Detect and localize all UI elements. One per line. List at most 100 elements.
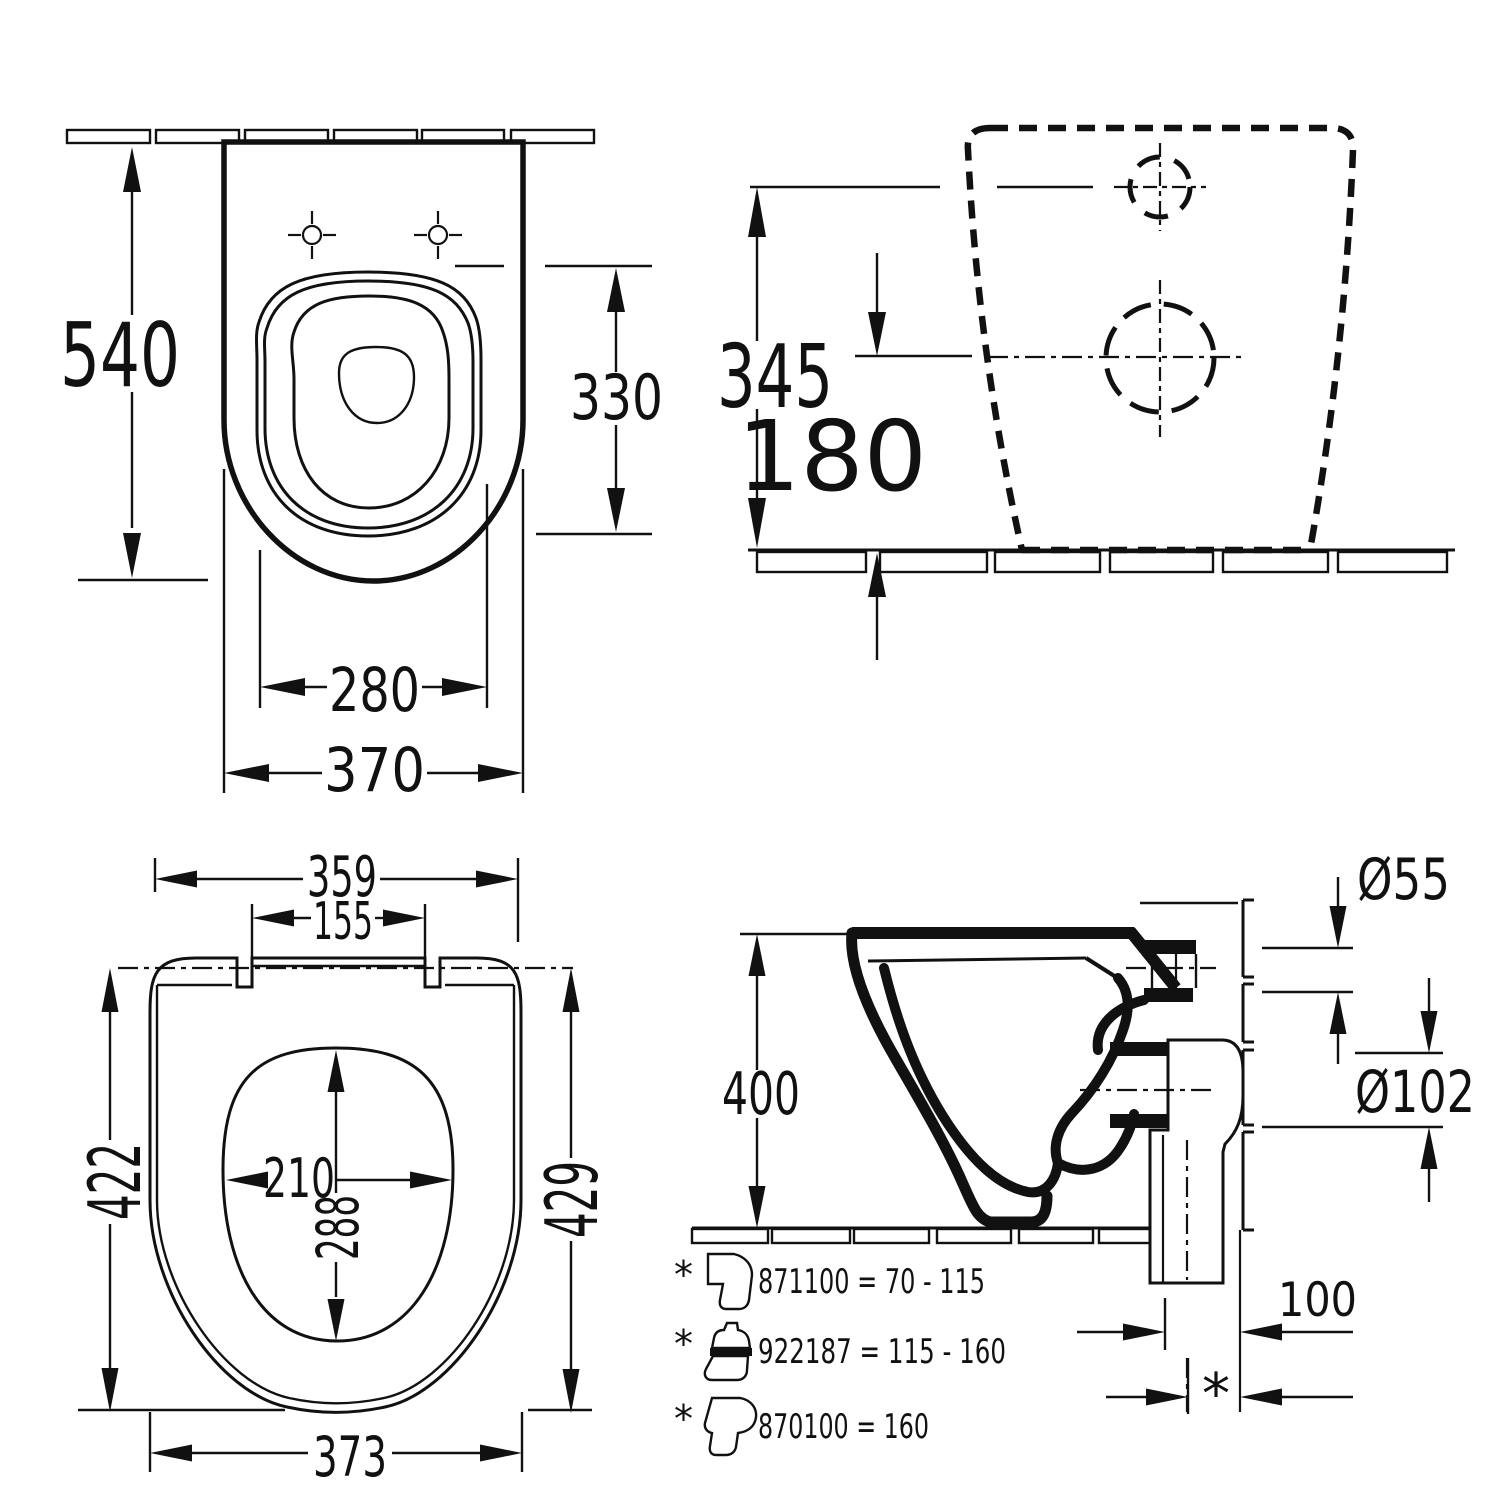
dim-outer-width-370: 370	[222, 469, 525, 806]
bowl-outline	[221, 139, 526, 584]
arrowhead-down	[101, 1368, 119, 1412]
dim-label-422: 422	[73, 1143, 157, 1220]
dim-inlet-height-345: 345	[717, 187, 833, 548]
toilet-side-profile	[846, 927, 1181, 1228]
dim-height-400: 400	[722, 934, 800, 1228]
legend-label: 871100 = 70 - 115	[758, 1262, 985, 1302]
arrowhead-right	[442, 678, 487, 696]
icon-band	[710, 1348, 752, 1356]
rim-inner-slope	[1084, 956, 1118, 979]
outlet-wall-top	[1110, 1042, 1168, 1056]
arrowhead-right	[1146, 1388, 1188, 1406]
elbow-adapter-icon	[706, 1252, 754, 1311]
arrowhead-down	[562, 1369, 580, 1413]
tile	[1108, 550, 1215, 574]
seat-inner-edge	[263, 279, 475, 530]
arrowhead-left	[226, 1171, 268, 1189]
tile	[1336, 550, 1449, 574]
spigot-wall-top	[1144, 940, 1196, 954]
dim-opening-length-288: 288	[304, 1050, 372, 1341]
arrowhead-right	[480, 1444, 522, 1462]
offset-adapter-icon	[703, 1321, 752, 1382]
flush-outlet-hole	[337, 345, 416, 425]
outlet-spigot	[1110, 1042, 1168, 1128]
dim-outlet-height-180: 180	[737, 253, 927, 513]
seat-view: 359 155 210 288	[73, 845, 614, 1489]
dim-label-345: 345	[717, 326, 833, 428]
elbow-adapter-icon	[703, 1396, 758, 1457]
dim-label-373: 373	[313, 1425, 387, 1489]
seat-lid-outer-edge	[148, 956, 523, 1414]
spigot-wall-bottom	[1144, 988, 1193, 1002]
inlet-circle	[1127, 154, 1193, 220]
arrowhead-up	[562, 968, 580, 1012]
dim-label-540: 540	[60, 304, 180, 407]
arrowhead-up	[1329, 992, 1347, 1034]
water-inlet-marker	[1114, 143, 1206, 231]
front-outer-wall	[846, 927, 1053, 1228]
dim-inner-width-280: 280	[258, 484, 489, 726]
bowl-opening	[290, 294, 451, 510]
legend-item-871100: * 871100 = 70 - 115	[674, 1252, 985, 1311]
tile	[993, 550, 1102, 574]
legend-label: 922187 = 115 - 160	[758, 1332, 1006, 1372]
floor-line-rear	[748, 548, 1455, 660]
hole-circle	[301, 224, 323, 246]
arrowhead-right	[478, 764, 523, 782]
arrowhead-left	[252, 909, 294, 927]
outlet-elbow-adapter	[1080, 1038, 1245, 1412]
arrowhead-down	[748, 1186, 766, 1228]
dim-length-right-429: 429	[530, 968, 614, 1413]
dim-label-370: 370	[324, 735, 425, 806]
tile	[690, 1227, 770, 1245]
adapter-legend: * 871100 = 70 - 115 * 922187 = 115 - 160…	[674, 1252, 1006, 1457]
icon-lower	[703, 1354, 750, 1382]
legend-marker: *	[674, 1322, 693, 1366]
seat-opening	[221, 1046, 455, 1343]
dim-label-155: 155	[313, 892, 373, 952]
tile	[1221, 550, 1330, 574]
arrowhead-right	[383, 909, 425, 927]
dim-seat-width-bottom-373: 373	[148, 1412, 524, 1489]
arrowhead-left	[260, 678, 305, 696]
fixing-hole-marker-left	[288, 211, 336, 259]
dim-length-left-422: 422	[73, 968, 157, 1412]
legend-marker: *	[674, 1253, 693, 1297]
dim-wall-distance-100: 100	[1077, 1273, 1357, 1350]
arrowhead-up	[327, 1050, 345, 1092]
dim-label-210: 210	[263, 1147, 335, 1210]
outlet-wall-bottom	[1110, 1114, 1168, 1128]
dim-label-288: 288	[304, 1195, 372, 1260]
seat-outer-edge	[255, 270, 483, 538]
dim-seat-width-359: 359	[153, 845, 520, 942]
arrowhead-up	[123, 147, 141, 192]
tile	[154, 128, 241, 145]
tile	[935, 1227, 1013, 1245]
floor-line-side	[690, 1226, 1152, 1245]
fixing-hole-marker-right	[414, 211, 462, 259]
arrowhead-left	[1240, 1388, 1282, 1406]
rear-view: 345 180	[717, 124, 1455, 660]
arrowhead-right	[476, 870, 518, 888]
arrowhead-floor	[868, 553, 886, 597]
icon-upper	[710, 1321, 752, 1350]
side-view: 400	[674, 847, 1475, 1457]
tile	[770, 1227, 852, 1245]
arrowhead-up	[1420, 1127, 1438, 1169]
bowl-front-wall	[879, 963, 1063, 1198]
dim-label-d102: Ø102	[1355, 1058, 1475, 1126]
dim-opening-width-210: 210	[226, 1147, 452, 1210]
arrowhead-left	[1240, 1323, 1282, 1341]
dim-label-330: 330	[570, 361, 663, 434]
dim-label-400: 400	[722, 1059, 800, 1128]
tile	[509, 128, 596, 145]
arrowhead-up	[607, 268, 625, 312]
arrowhead-down	[748, 498, 766, 548]
tile	[1097, 1227, 1152, 1245]
arrowhead-down	[607, 488, 625, 532]
dim-label-359: 359	[307, 845, 377, 910]
arrowhead-down	[1420, 1011, 1438, 1053]
dim-hinge-span-155: 155	[250, 892, 427, 972]
tile	[755, 550, 868, 574]
